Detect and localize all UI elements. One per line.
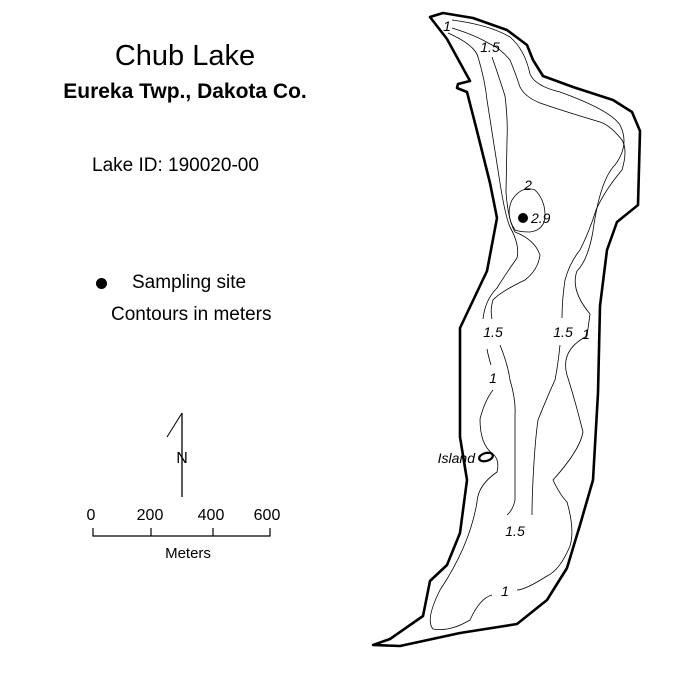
contour-label: 1 bbox=[501, 583, 509, 599]
map-subtitle: Eureka Twp., Dakota Co. bbox=[63, 80, 307, 103]
contour-label: 2 bbox=[523, 177, 532, 193]
scale-tick-600: 600 bbox=[254, 507, 281, 524]
contour-1.5m-ring bbox=[451, 27, 626, 516]
scale-unit: Meters bbox=[165, 545, 211, 562]
legend-sampling-site: Sampling site bbox=[132, 272, 247, 293]
contour-label: 1 bbox=[582, 326, 590, 342]
map-title: Chub Lake bbox=[114, 40, 256, 72]
contour-label: 1.5 bbox=[505, 523, 525, 539]
legend-contours: Contours in meters bbox=[111, 304, 272, 325]
contour-label: 1 bbox=[443, 18, 451, 34]
contour-label: 1.5 bbox=[480, 39, 500, 55]
contour-label: 1 bbox=[489, 370, 497, 386]
contour-1.5m-west bbox=[447, 32, 519, 320]
lake-id: Lake ID: 190020-00 bbox=[92, 155, 259, 176]
scale-tick-0: 0 bbox=[87, 507, 96, 524]
sampling-site-marker bbox=[518, 213, 528, 223]
sampling-site-legend-icon bbox=[96, 278, 107, 289]
lake-shoreline bbox=[371, 11, 642, 648]
contour-2m bbox=[508, 188, 546, 233]
north-arrow-icon bbox=[166, 412, 183, 497]
scale-bar bbox=[92, 528, 271, 537]
north-label: N bbox=[176, 450, 188, 467]
island-shape bbox=[478, 451, 494, 463]
depth-contours bbox=[429, 19, 626, 630]
max-depth-label: 2.9 bbox=[530, 210, 551, 226]
contour-label: 1.5 bbox=[553, 324, 573, 340]
island-label: Island bbox=[438, 450, 477, 466]
contour-label: 1.5 bbox=[483, 324, 503, 340]
scale-tick-400: 400 bbox=[198, 507, 225, 524]
scale-tick-200: 200 bbox=[137, 507, 164, 524]
contour-1m bbox=[429, 19, 625, 630]
